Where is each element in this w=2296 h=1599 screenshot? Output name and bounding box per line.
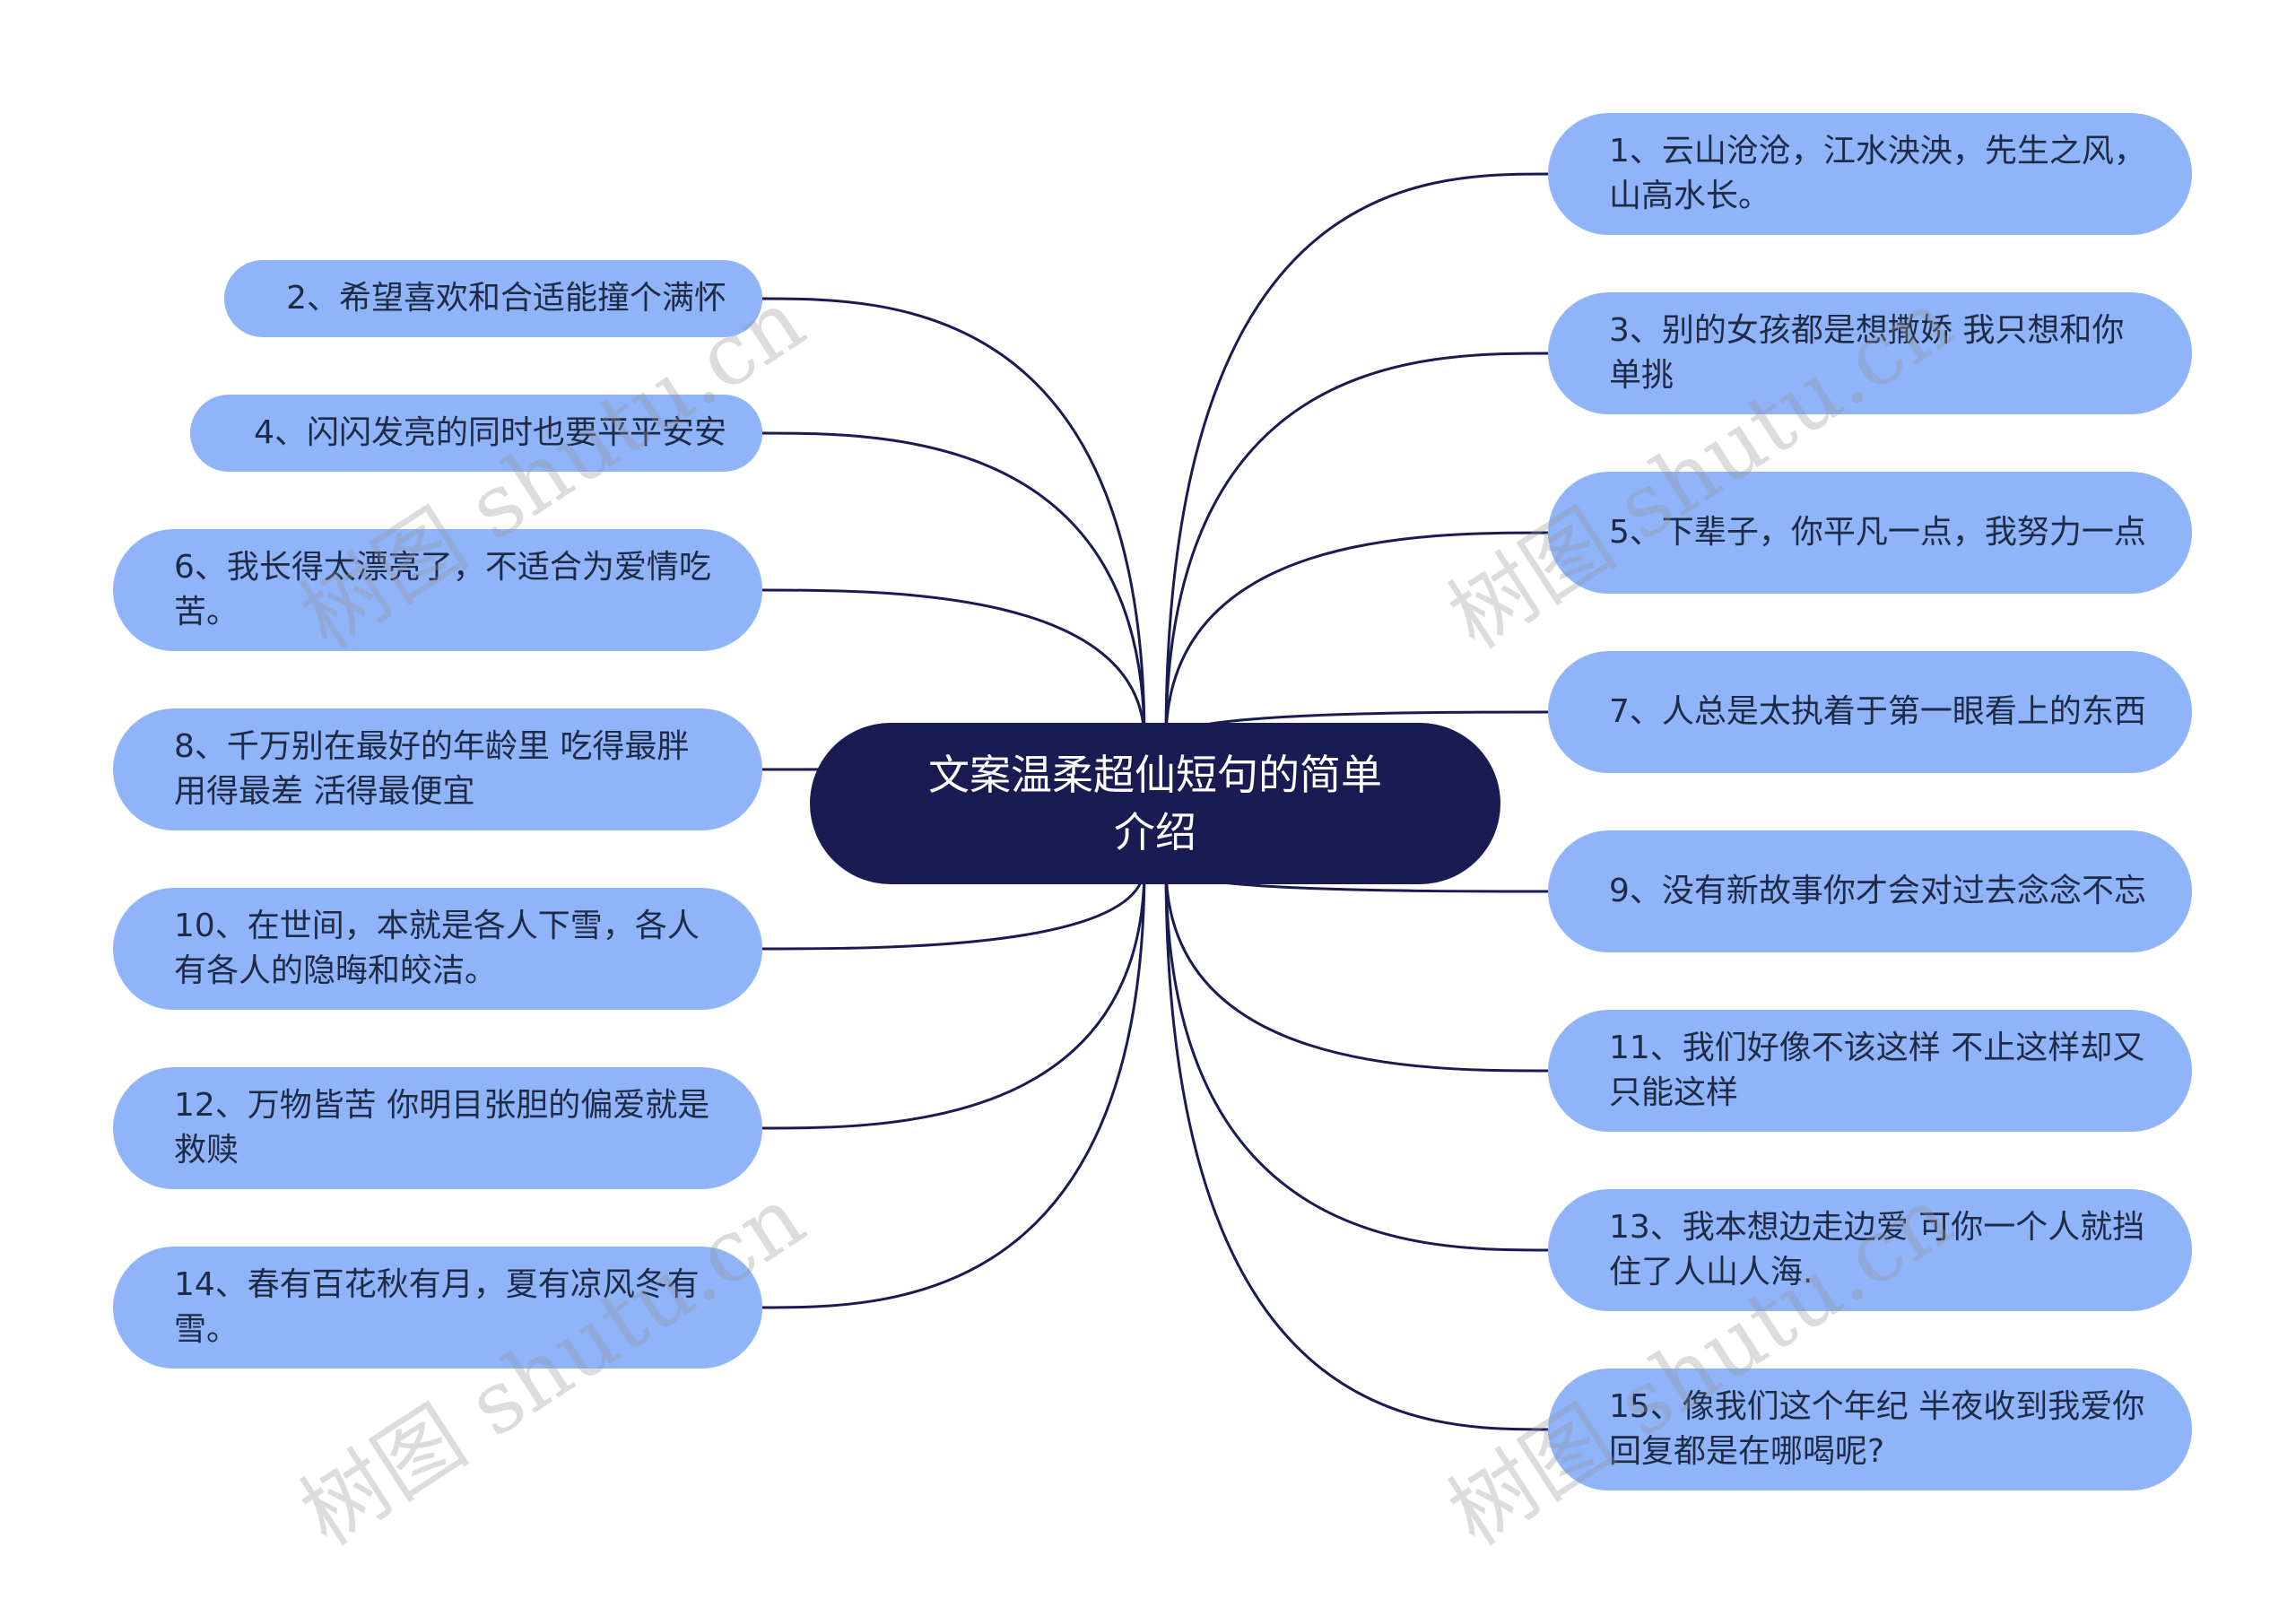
mindmap-node-left-6[interactable]: 6、我长得太漂亮了，不适合为爱情吃苦。 xyxy=(113,529,762,651)
mindmap-node-left-12[interactable]: 12、万物皆苦 你明目张胆的偏爱就是救赎 xyxy=(113,1067,762,1189)
connector-line xyxy=(1164,865,1549,1073)
connector-line xyxy=(761,865,1146,951)
node-label: 6、我长得太漂亮了，不适合为爱情吃苦。 xyxy=(174,549,711,630)
mindmap-node-right-15[interactable]: 15、像我们这个年纪 半夜收到我爱你 回复都是在哪喝呢? xyxy=(1548,1369,2192,1490)
node-label: 12、万物皆苦 你明目张胆的偏爱就是救赎 xyxy=(174,1087,710,1169)
mindmap-node-left-10[interactable]: 10、在世间，本就是各人下雪，各人有各人的隐晦和皎洁。 xyxy=(113,888,762,1010)
connector-line xyxy=(761,865,1146,1309)
connector-line xyxy=(1164,172,1549,742)
connector-line xyxy=(1164,531,1549,742)
connector-line xyxy=(761,588,1146,742)
connector-line xyxy=(761,431,1146,742)
node-label: 3、别的女孩都是想撒娇 我只想和你单挑 xyxy=(1609,312,2125,394)
mindmap-node-right-13[interactable]: 13、我本想边走边爱 可你一个人就挡住了人山人海. xyxy=(1548,1189,2192,1311)
mindmap-node-right-3[interactable]: 3、别的女孩都是想撒娇 我只想和你单挑 xyxy=(1548,292,2192,414)
mindmap-node-left-2[interactable]: 2、希望喜欢和合适能撞个满怀 xyxy=(224,260,762,337)
node-label: 4、闪闪发亮的同时也要平平安安 xyxy=(254,414,726,451)
mindmap-node-right-9[interactable]: 9、没有新故事你才会对过去念念不忘 xyxy=(1548,830,2192,952)
mindmap-node-right-1[interactable]: 1、云山沧沧，江水泱泱，先生之风，山高水长。 xyxy=(1548,113,2192,235)
mindmap-node-left-8[interactable]: 8、千万别在最好的年龄里 吃得最胖 用得最差 活得最便宜 xyxy=(113,708,762,830)
central-topic-label: 文案温柔超仙短句的简单介绍 xyxy=(928,751,1382,856)
node-label: 10、在世间，本就是各人下雪，各人有各人的隐晦和皎洁。 xyxy=(174,908,700,989)
node-label: 2、希望喜欢和合适能撞个满怀 xyxy=(286,280,726,317)
connector-line xyxy=(761,297,1146,742)
node-label: 15、像我们这个年纪 半夜收到我爱你 回复都是在哪喝呢? xyxy=(1609,1388,2145,1470)
connector-line xyxy=(1164,865,1549,1431)
node-label: 8、千万别在最好的年龄里 吃得最胖 用得最差 活得最便宜 xyxy=(174,728,690,810)
mindmap-node-right-11[interactable]: 11、我们好像不该这样 不止这样却又只能这样 xyxy=(1548,1010,2192,1132)
mindmap-node-left-14[interactable]: 14、春有百花秋有月，夏有凉风冬有雪。 xyxy=(113,1247,762,1369)
node-label: 11、我们好像不该这样 不止这样却又只能这样 xyxy=(1609,1030,2145,1111)
mindmap-node-right-7[interactable]: 7、人总是太执着于第一眼看上的东西 xyxy=(1548,651,2192,773)
node-label: 5、下辈子，你平凡一点，我努力一点 xyxy=(1609,514,2146,551)
connector-line xyxy=(1164,865,1549,1252)
connector-line xyxy=(1164,352,1549,742)
node-label: 1、云山沧沧，江水泱泱，先生之风，山高水长。 xyxy=(1609,133,2146,214)
central-topic[interactable]: 文案温柔超仙短句的简单介绍 xyxy=(810,723,1500,884)
mindmap-node-right-5[interactable]: 5、下辈子，你平凡一点，我努力一点 xyxy=(1548,472,2192,594)
node-label: 7、人总是太执着于第一眼看上的东西 xyxy=(1609,693,2146,730)
mindmap-node-left-4[interactable]: 4、闪闪发亮的同时也要平平安安 xyxy=(190,395,762,472)
node-label: 13、我本想边走边爱 可你一个人就挡住了人山人海. xyxy=(1609,1209,2145,1290)
node-label: 9、没有新故事你才会对过去念念不忘 xyxy=(1609,873,2146,909)
connector-line xyxy=(761,865,1146,1130)
node-label: 14、春有百花秋有月，夏有凉风冬有雪。 xyxy=(174,1266,700,1348)
